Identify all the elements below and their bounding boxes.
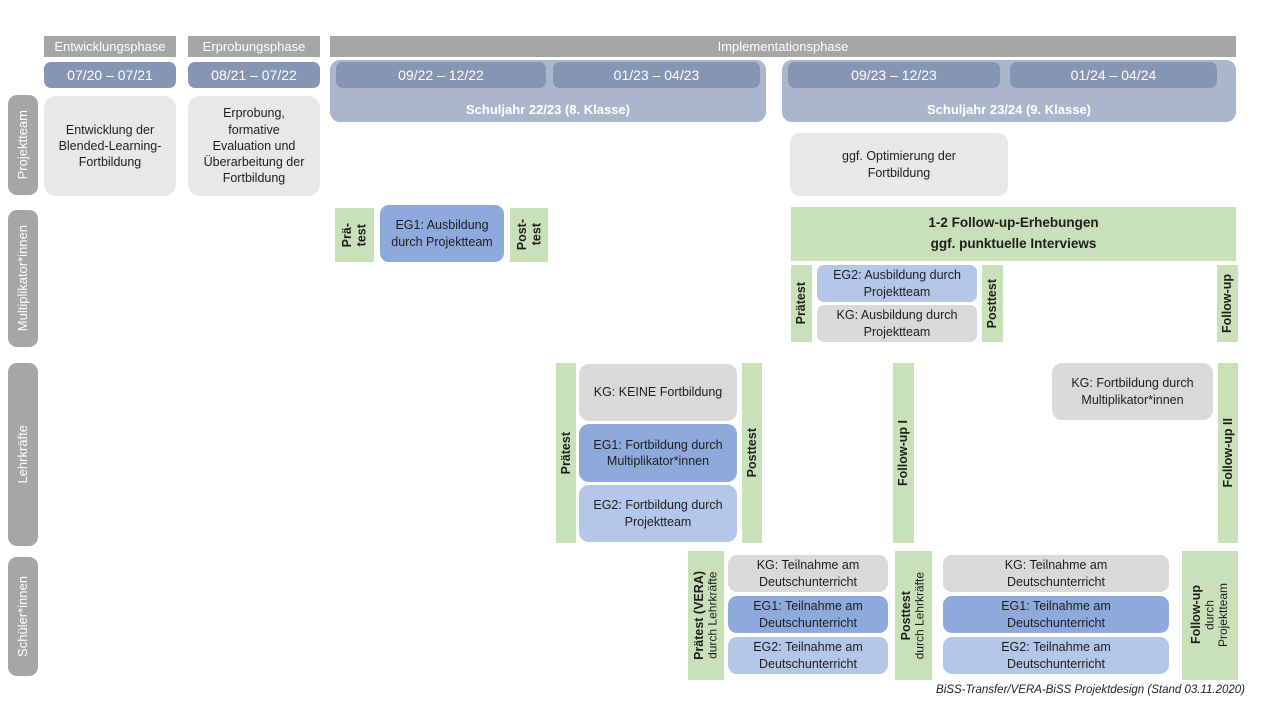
projektteam-box-testing-text: Erprobung, formative Evaluation und Über… bbox=[203, 106, 305, 186]
projektteam-box-optimization-text: ggf. Optimierung der Fortbildung bbox=[842, 149, 956, 180]
lehrkraefte-kg-text: KG: KEINE Fortbildung bbox=[593, 385, 723, 400]
school-year-label-2324: Schuljahr 23/24 (9. Klasse) bbox=[926, 102, 1092, 117]
lehrkraefte-followup1-text: Follow-up I bbox=[896, 420, 911, 486]
period-label-3: 09/22 – 12/22 bbox=[398, 67, 484, 83]
lehrkraefte-followup2-text: Follow-up II bbox=[1220, 418, 1235, 488]
lehrkraefte-kg2-box: KG: Fortbildung durch Multiplikator*inne… bbox=[1052, 363, 1213, 420]
schueler-praetest-bar: Prätest (VERA) durch Lehrkräfte bbox=[688, 551, 724, 680]
multiplikatoren-eg2-box: EG2: Ausbildung durch Projektteam bbox=[817, 265, 977, 302]
lehrkraefte-eg1-box: EG1: Fortbildung durch Multiplikator*inn… bbox=[579, 424, 737, 482]
multiplikatoren-followup-bar: Follow-up bbox=[1217, 265, 1238, 342]
multiplikatoren-followup-text: Follow-up bbox=[1220, 273, 1235, 333]
multiplikatoren-kg-text: KG: Ausbildung durch Projektteam bbox=[836, 308, 958, 339]
schueler-kg-box-left: KG: Teilnahme am Deutschunterricht bbox=[728, 555, 888, 592]
row-label-projektteam: Projektteam bbox=[8, 95, 38, 195]
period-box-2: 08/21 – 07/22 bbox=[188, 62, 320, 88]
schueler-eg2-text-right: EG2: Teilnahme am Deutschunterricht bbox=[1001, 640, 1111, 671]
period-label-2: 08/21 – 07/22 bbox=[211, 67, 297, 83]
schueler-praetest-text: Prätest (VERA) durch Lehrkräfte bbox=[691, 571, 720, 660]
phase-bar-development: Entwicklungsphase bbox=[44, 36, 176, 57]
phase-label-development: Entwicklungsphase bbox=[54, 39, 166, 54]
multiplikatoren-kg-box: KG: Ausbildung durch Projektteam bbox=[817, 305, 977, 342]
schueler-followup-bar: Follow-up durch Projektteam bbox=[1182, 551, 1238, 680]
schueler-eg1-box-right: EG1: Teilnahme am Deutschunterricht bbox=[943, 596, 1169, 633]
phase-label-implementation: Implementationsphase bbox=[717, 39, 849, 54]
lehrkraefte-praetest-text: Prätest bbox=[558, 431, 573, 475]
lehrkraefte-eg2-box: EG2: Fortbildung durch Projektteam bbox=[579, 485, 737, 542]
projektteam-box-development-text: Entwicklung der Blended-Learning-Fortbil… bbox=[58, 122, 162, 170]
row-label-schueler: Schüler*innen bbox=[8, 557, 38, 676]
phase-label-testing: Erprobungsphase bbox=[202, 39, 306, 54]
lehrkraefte-followup2-bar: Follow-up II bbox=[1218, 363, 1238, 543]
period-label-6: 01/24 – 04/24 bbox=[1070, 67, 1157, 83]
projektteam-box-optimization: ggf. Optimierung der Fortbildung bbox=[790, 133, 1008, 196]
schueler-kg-text-left: KG: Teilnahme am Deutschunterricht bbox=[756, 558, 860, 589]
multiplikatoren-posttest2-bar: Posttest bbox=[982, 265, 1003, 342]
row-label-multiplikatoren: Multiplikator*innen bbox=[8, 210, 38, 347]
multiplikatoren-praetest2-bar: Prätest bbox=[791, 265, 812, 342]
multiplikatoren-praetest-text: Prä- test bbox=[340, 222, 369, 248]
lehrkraefte-praetest-bar: Prätest bbox=[556, 363, 576, 543]
multiplikatoren-eg1-box: EG1: Ausbildung durch Projektteam bbox=[380, 205, 504, 262]
multiplikatoren-followup-survey-line1: 1-2 Follow-up-Erhebungen bbox=[928, 215, 1099, 231]
lehrkraefte-followup1-bar: Follow-up I bbox=[893, 363, 914, 543]
row-label-lehrkraefte-text: Lehrkräfte bbox=[14, 425, 30, 484]
schueler-eg1-text-left: EG1: Teilnahme am Deutschunterricht bbox=[753, 599, 863, 630]
row-label-multiplikatoren-text: Multiplikator*innen bbox=[14, 225, 30, 332]
multiplikatoren-followup-survey-line2: ggf. punktuelle Interviews bbox=[930, 236, 1097, 251]
period-label-4: 01/23 – 04/23 bbox=[613, 67, 700, 83]
multiplikatoren-posttest-bar: Post- test bbox=[510, 208, 548, 262]
schueler-kg-text-right: KG: Teilnahme am Deutschunterricht bbox=[1004, 558, 1108, 589]
period-label-5: 09/23 – 12/23 bbox=[851, 67, 937, 83]
period-box-4: 01/23 – 04/23 bbox=[553, 62, 760, 88]
multiplikatoren-eg1-text: EG1: Ausbildung durch Projektteam bbox=[391, 218, 493, 249]
period-label-1: 07/20 – 07/21 bbox=[67, 67, 153, 83]
lehrkraefte-posttest-text: Posttest bbox=[744, 428, 759, 478]
multiplikatoren-posttest2-text: Posttest bbox=[985, 278, 1000, 329]
lehrkraefte-kg2-text: KG: Fortbildung durch Multiplikator*inne… bbox=[1071, 376, 1194, 407]
multiplikatoren-posttest-text: Post- test bbox=[514, 219, 543, 251]
row-label-lehrkraefte: Lehrkräfte bbox=[8, 363, 38, 546]
period-box-1: 07/20 – 07/21 bbox=[44, 62, 176, 88]
multiplikatoren-followup-survey-box: 1-2 Follow-up-Erhebungen ggf. punktuelle… bbox=[791, 207, 1236, 261]
projektteam-box-development: Entwicklung der Blended-Learning-Fortbil… bbox=[44, 96, 176, 196]
period-box-6: 01/24 – 04/24 bbox=[1010, 62, 1217, 88]
period-box-5: 09/23 – 12/23 bbox=[788, 62, 1000, 88]
schueler-eg2-box-right: EG2: Teilnahme am Deutschunterricht bbox=[943, 637, 1169, 674]
lehrkraefte-eg1-text: EG1: Fortbildung durch Multiplikator*inn… bbox=[593, 437, 723, 468]
diagram-caption: BiSS-Transfer/VERA-BiSS Projektdesign (S… bbox=[936, 684, 1245, 696]
schueler-followup-text: Follow-up durch Projektteam bbox=[1189, 583, 1231, 648]
schueler-posttest-bar: Posttest durch Lehrkräfte bbox=[895, 551, 932, 680]
period-box-3: 09/22 – 12/22 bbox=[336, 62, 546, 88]
phase-bar-implementation: Implementationsphase bbox=[330, 36, 1236, 57]
phase-bar-testing: Erprobungsphase bbox=[188, 36, 320, 57]
lehrkraefte-eg2-text: EG2: Fortbildung durch Projektteam bbox=[593, 498, 723, 529]
multiplikatoren-praetest2-text: Prätest bbox=[794, 282, 809, 325]
schueler-eg1-box-left: EG1: Teilnahme am Deutschunterricht bbox=[728, 596, 888, 633]
schueler-eg2-text-left: EG2: Teilnahme am Deutschunterricht bbox=[753, 640, 863, 671]
lehrkraefte-posttest-bar: Posttest bbox=[742, 363, 762, 543]
school-year-label-2223: Schuljahr 22/23 (8. Klasse) bbox=[465, 102, 631, 117]
schueler-kg-box-right: KG: Teilnahme am Deutschunterricht bbox=[943, 555, 1169, 592]
schueler-eg2-box-left: EG2: Teilnahme am Deutschunterricht bbox=[728, 637, 888, 674]
multiplikatoren-eg2-text: EG2: Ausbildung durch Projektteam bbox=[833, 268, 961, 299]
row-label-schueler-text: Schüler*innen bbox=[14, 576, 30, 657]
multiplikatoren-praetest-bar: Prä- test bbox=[335, 208, 374, 262]
lehrkraefte-kg-box: KG: KEINE Fortbildung bbox=[579, 364, 737, 421]
row-label-projektteam-text: Projektteam bbox=[14, 110, 30, 180]
schueler-eg1-text-right: EG1: Teilnahme am Deutschunterricht bbox=[1001, 599, 1111, 630]
projektteam-box-testing: Erprobung, formative Evaluation und Über… bbox=[188, 96, 320, 196]
schueler-posttest-text: Posttest durch Lehrkräfte bbox=[899, 571, 927, 660]
